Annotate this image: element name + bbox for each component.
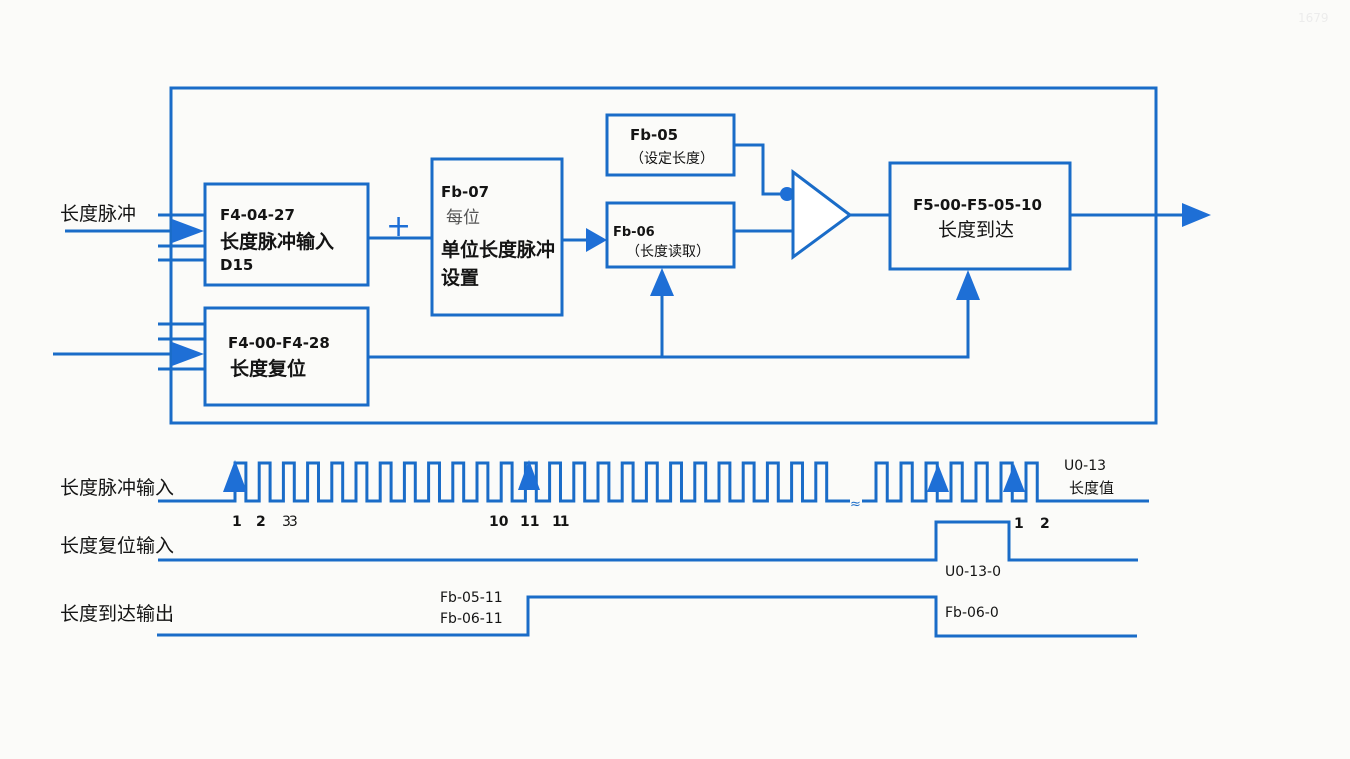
pulse-count-label: 33 [282, 514, 297, 530]
watermark: 1679 [1298, 11, 1329, 25]
pulse-waveform-after-break [862, 461, 1149, 503]
reset-waveform [158, 520, 1138, 562]
count-arrow-icon [223, 460, 247, 492]
pulse-input-block [203, 182, 370, 287]
length-reached-name: 长度到达 [938, 219, 1014, 241]
signal-name-pulse: 长度脉冲输入 [60, 477, 174, 499]
pulse-input-label: 长度脉冲 [60, 203, 136, 225]
set-length-name: （设定长度） [630, 151, 714, 167]
unit-pulse-name-line1: 单位长度脉冲 [441, 238, 555, 261]
reset-to-reached-arrow-icon [956, 270, 980, 300]
count-arrow-icon [518, 460, 540, 490]
pulse-input-arrow-icon [172, 219, 204, 243]
reset-name: 长度复位 [230, 357, 306, 380]
read-length-name: （长度读取） [626, 243, 710, 260]
set-to-comparator-line [734, 143, 792, 196]
unit-pulse-name-line2: 设置 [441, 267, 479, 289]
pulse-input-sub: D15 [220, 256, 253, 274]
pulse-count-label: 2 [256, 514, 266, 530]
plus-sign: + [386, 209, 411, 244]
output-annotation-read: Fb-06-11 [440, 611, 503, 627]
pulse-count-label: 2 [1040, 516, 1050, 532]
set-length-code: Fb-05 [630, 126, 678, 144]
reached-output-arrow-icon [1182, 203, 1211, 227]
pulse-waveform [158, 461, 850, 503]
read-length-block [605, 201, 736, 269]
reset-annotation: U0-13-0 [945, 564, 1001, 580]
pulse-count-label: 1 [232, 514, 242, 530]
reset-block [203, 306, 370, 407]
count-arrow-icon [1003, 464, 1025, 492]
timing-diagram: 长度脉冲输入 长度复位输入 长度到达输出 ≈ 1 2 33 10 11 11 1… [60, 458, 1149, 638]
unit-to-read-arrow-icon [586, 228, 607, 252]
reset-input-arrow-icon [172, 342, 204, 366]
pulse-input-name: 长度脉冲输入 [220, 230, 334, 253]
unit-pulse-block [430, 157, 564, 317]
block-labels: 长度脉冲 F4-04-27 长度脉冲输入 D15 F4-00-F4-28 长度复… [60, 126, 1042, 380]
length-value-name: 长度值 [1069, 479, 1114, 497]
output-annotation-after-reset: Fb-06-0 [945, 605, 999, 621]
comparator-triangle [791, 168, 853, 260]
pulse-count-label: 11 [552, 514, 569, 530]
unit-pulse-code: Fb-07 [441, 183, 489, 201]
unit-pulse-ghost: 每位 [446, 208, 480, 228]
reached-output-waveform [157, 595, 1137, 638]
pulse-input-code: F4-04-27 [220, 206, 295, 224]
length-reached-code: F5-00-F5-05-10 [913, 196, 1042, 214]
junction-dot-icon [780, 187, 794, 201]
output-annotation-set: Fb-05-11 [440, 590, 503, 606]
block-diagram: + [53, 86, 1211, 425]
break-mark-icon: ≈ [850, 497, 861, 512]
count-arrow-icon [927, 464, 949, 492]
reset-code: F4-00-F4-28 [228, 334, 330, 352]
signal-name-reached: 长度到达输出 [60, 603, 174, 625]
outer-frame [169, 86, 1158, 425]
length-value-code: U0-13 [1064, 458, 1106, 474]
signal-name-reset: 长度复位输入 [60, 535, 174, 557]
read-length-code: Fb-06 [613, 225, 655, 240]
pulse-count-label: 1 [1014, 516, 1024, 532]
reset-bus-line [368, 296, 970, 359]
pulse-count-label: 11 [520, 514, 539, 530]
reset-to-read-arrow-icon [650, 268, 674, 296]
length-reached-block [888, 161, 1072, 271]
pulse-count-label: 10 [489, 514, 509, 530]
